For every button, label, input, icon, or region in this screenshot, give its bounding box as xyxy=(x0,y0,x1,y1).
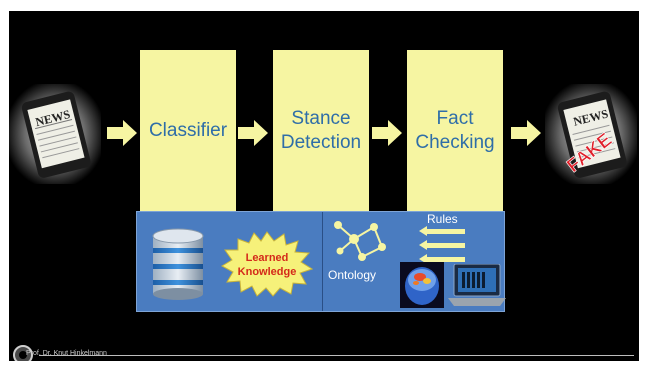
stance-detection-label-line2: Detection xyxy=(280,131,362,153)
laptop-icon xyxy=(448,264,506,306)
news-phone-left: NEWS xyxy=(9,84,101,184)
arrow-4-icon xyxy=(511,120,541,146)
footer-line xyxy=(39,355,634,356)
rules-arrows-icon xyxy=(419,226,465,264)
footer-author: Prof. Dr. Knut Hinkelmann xyxy=(26,350,107,357)
arrow-1-icon xyxy=(107,120,137,146)
arrow-2-icon xyxy=(238,120,268,146)
classifier-box: Classifier xyxy=(140,50,236,211)
fact-checking-label-line2: Checking xyxy=(415,131,495,153)
stance-detection-box: Stance Detection xyxy=(273,50,369,211)
rules-label: Rules xyxy=(427,212,458,226)
ontology-label: Ontology xyxy=(328,268,377,282)
learned-knowledge-burst: Learned Knowledge xyxy=(221,231,313,297)
learned-label-line2: Knowledge xyxy=(238,266,297,278)
fact-checking-label-line1: Fact xyxy=(436,107,474,129)
footer-logo-icon xyxy=(13,345,33,361)
slide: NEWS NEWS FAKE xyxy=(9,11,639,361)
knowledge-panel: Learned Knowledge Ontology xyxy=(136,211,506,312)
fake-news-phone-right: NEWS FAKE xyxy=(545,84,637,184)
panel-divider xyxy=(322,212,323,311)
learned-label-line1: Learned xyxy=(246,252,289,264)
fact-checking-box: Fact Checking xyxy=(407,50,503,211)
ontology-network-icon xyxy=(334,221,386,261)
database-icon xyxy=(152,228,204,300)
brain-scan-icon xyxy=(400,262,444,308)
stance-detection-label-line1: Stance xyxy=(291,107,351,129)
classifier-label: Classifier xyxy=(148,119,228,141)
arrow-3-icon xyxy=(372,120,402,146)
